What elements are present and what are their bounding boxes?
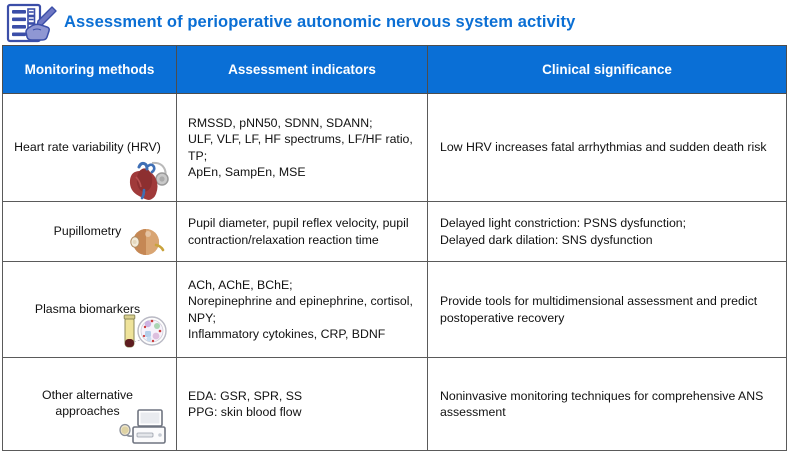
significance-text: Delayed light constriction: PSNS dysfunc… xyxy=(440,216,687,247)
table-header-row: Monitoring methods Assessment indicators… xyxy=(2,45,787,94)
monitoring-device-icon xyxy=(116,406,168,448)
eyeball-icon xyxy=(126,223,168,259)
method-label: Heart rate variability (HRV) xyxy=(14,139,161,154)
cell-significance-hrv: Low HRV increases fatal arrhythmias and … xyxy=(427,93,787,202)
column-header-clinical-significance: Clinical significance xyxy=(427,45,787,94)
column-header-monitoring-methods: Monitoring methods xyxy=(2,45,177,94)
cell-method-pupillometry: Pupillometry xyxy=(2,201,177,262)
method-label: Plasma biomarkers xyxy=(34,301,141,316)
cell-significance-pupillometry: Delayed light constriction: PSNS dysfunc… xyxy=(427,201,787,262)
significance-text: Noninvasive monitoring techniques for co… xyxy=(440,388,764,419)
table-row: Pupillometry Pupil xyxy=(2,201,787,262)
cell-indicators-other-approaches: EDA: GSR, SPR, SS PPG: skin blood flow xyxy=(176,357,428,451)
cell-method-other-approaches: Other alternative approaches xyxy=(2,357,177,451)
table-row: Plasma biomarkers xyxy=(2,261,787,358)
cell-indicators-plasma-biomarkers: ACh, AChE, BChE; Norepinephrine and epin… xyxy=(176,261,428,358)
page-title: Assessment of perioperative autonomic ne… xyxy=(64,13,576,31)
cell-indicators-hrv: RMSSD, pNN50, SDNN, SDANN; ULF, VLF, LF,… xyxy=(176,93,428,202)
cell-significance-other-approaches: Noninvasive monitoring techniques for co… xyxy=(427,357,787,451)
cell-method-hrv: Heart rate variability (HRV) xyxy=(2,93,177,202)
table-row: Heart rate variability (HRV) xyxy=(2,93,787,202)
cell-significance-plasma-biomarkers: Provide tools for multidimensional asses… xyxy=(427,261,787,358)
indicators-text: RMSSD, pNN50, SDNN, SDANN; ULF, VLF, LF,… xyxy=(188,116,413,179)
table-row: Other alternative approaches xyxy=(2,357,787,451)
column-header-assessment-indicators: Assessment indicators xyxy=(176,45,428,94)
clipboard-checklist-with-pen-icon xyxy=(6,3,58,43)
figure-header: Assessment of perioperative autonomic ne… xyxy=(0,0,788,45)
indicators-text: Pupil diameter, pupil reflex velocity, p… xyxy=(188,216,409,247)
assessment-table: Monitoring methods Assessment indicators… xyxy=(2,45,787,451)
indicators-text: EDA: GSR, SPR, SS PPG: skin blood flow xyxy=(188,388,303,419)
cell-indicators-pupillometry: Pupil diameter, pupil reflex velocity, p… xyxy=(176,201,428,262)
method-label: Other alternative approaches xyxy=(42,388,133,418)
blood-tube-and-petri-dish-icon xyxy=(118,309,170,353)
heart-with-stethoscope-icon xyxy=(122,157,172,201)
method-label: Pupillometry xyxy=(53,223,122,238)
cell-method-plasma-biomarkers: Plasma biomarkers xyxy=(2,261,177,358)
indicators-text: ACh, AChE, BChE; Norepinephrine and epin… xyxy=(188,278,413,341)
significance-text: Low HRV increases fatal arrhythmias and … xyxy=(440,140,767,155)
significance-text: Provide tools for multidimensional asses… xyxy=(440,294,758,325)
